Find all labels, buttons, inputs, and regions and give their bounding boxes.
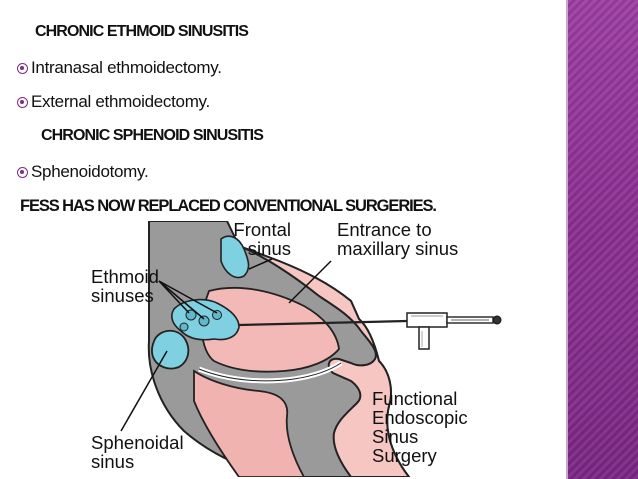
bullet-text: External ethmoidectomy.	[31, 92, 210, 111]
label-sphenoidal-sinus: Sphenoidal sinus	[91, 432, 184, 472]
bullet-text: Intranasal ethmoidectomy.	[31, 58, 222, 77]
anatomy-illustration	[120, 221, 502, 477]
bullet-item-intranasal: Intranasal ethmoidectomy.	[17, 58, 222, 78]
label-ethmoid-sinuses: Ethmoid sinuses	[91, 266, 159, 306]
stripe-divider	[566, 0, 568, 479]
bullet-text: Sphenoidotomy.	[31, 162, 149, 181]
bullet-item-sphenoidotomy: Sphenoidotomy.	[17, 162, 149, 182]
decorative-stripe	[568, 0, 638, 479]
bullet-icon	[17, 167, 28, 178]
bullet-item-external: External ethmoidectomy.	[17, 92, 210, 112]
heading-ethmoid: CHRONIC ETHMOID SINUSITIS	[35, 23, 249, 40]
bullet-icon	[17, 63, 28, 74]
fess-anatomy-figure: Frontal sinus Entrance to maxillary sinu…	[89, 221, 509, 477]
bullet-icon	[17, 97, 28, 108]
label-fess-caption: Functional Endoscopic Sinus Surgery	[372, 388, 468, 466]
label-maxillary-entrance: Entrance to maxillary sinus	[337, 221, 459, 259]
heading-fess: FESS HAS NOW REPLACED CONVENTIONAL SURGE…	[20, 197, 437, 215]
label-frontal-sinus: Frontal sinus	[233, 221, 291, 259]
heading-sphenoid: CHRONIC SPHENOID SINUSITIS	[41, 127, 264, 144]
